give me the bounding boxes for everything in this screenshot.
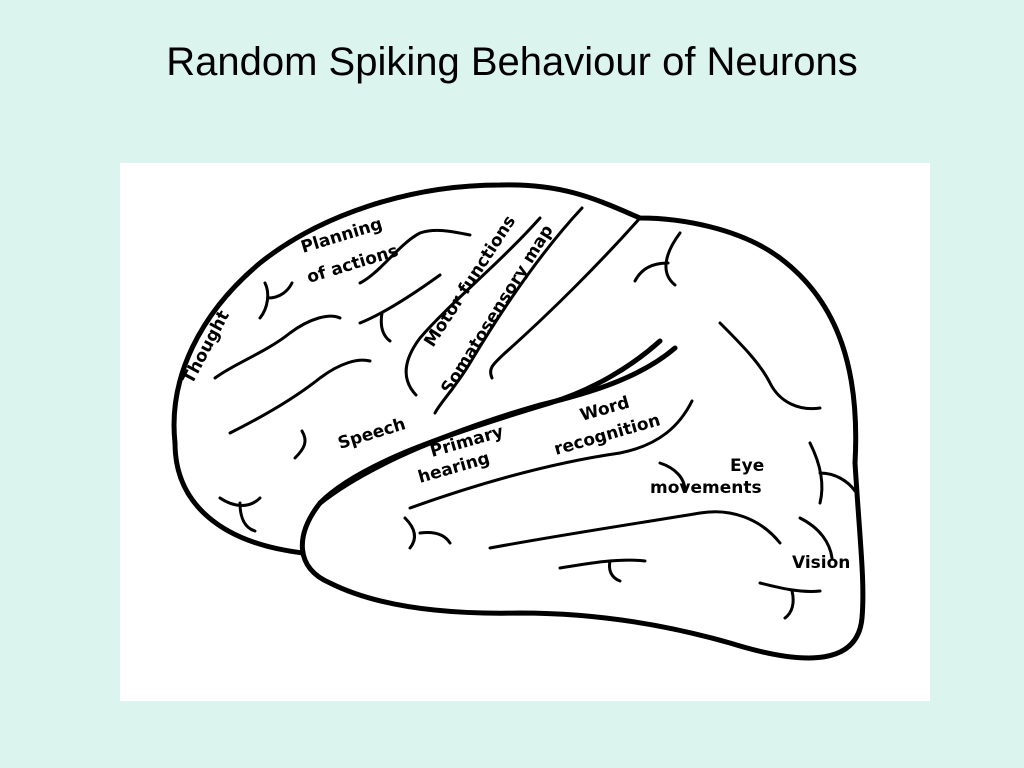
postcentral-sulcus [489,216,642,380]
parietal-groove-2 [718,321,822,411]
occipital-groove-1 [758,581,822,620]
temporal-groove-3 [658,461,687,493]
label-speech: Speech [336,414,408,453]
brain-diagram-panel: Thought Planning of actions Motor functi… [120,163,930,701]
parietal-groove-1 [633,231,682,287]
superior-temporal-sulcus [408,399,694,510]
slide-title: Random Spiking Behaviour of Neurons [166,40,858,84]
inferior-temporal-sulcus [488,510,782,550]
precentral-sulcus [404,216,542,397]
label-vision: Vision [792,553,850,573]
frontal-groove-3 [228,358,372,435]
label-eye: Eye [730,456,764,476]
frontal-groove-1 [258,281,294,320]
label-movements: movements [650,478,762,498]
occipital-groove-2 [798,516,834,560]
frontal-groove-2 [213,314,342,380]
temporal-groove-1 [403,516,452,550]
frontal-groove-6 [358,228,472,285]
frontal-groove-4 [218,496,262,533]
frontal-groove-7 [358,273,442,343]
brain-diagram: Thought Planning of actions Motor functi… [171,182,866,661]
cerebrum-outline [171,182,866,661]
parietal-groove-3 [808,441,857,505]
frontal-groove-5 [293,429,307,460]
temporal-groove-2 [558,558,647,583]
lateral-sulcus [317,345,678,506]
central-sulcus [433,206,584,415]
